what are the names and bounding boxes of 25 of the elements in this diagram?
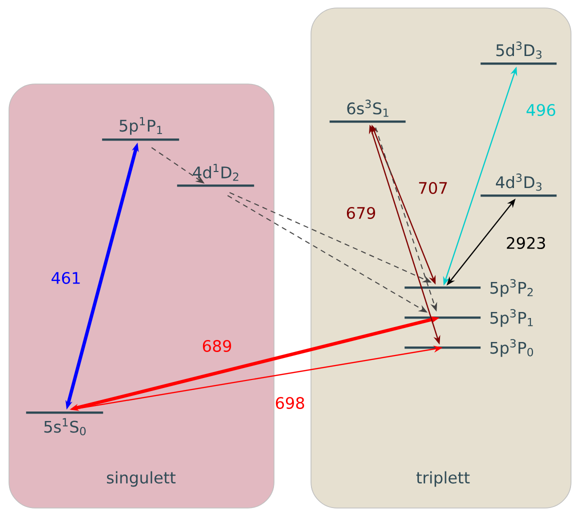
- node-label: 6s$^{3}$S$_{1}$: [347, 100, 388, 117]
- node-label: 5p$^{3}$P$_{0}$: [490, 339, 534, 357]
- wavelength-label: 496: [526, 104, 556, 116]
- energy-level: 5p$^{3}$P$_{1}$: [404, 309, 533, 327]
- energy-level: 5s$^{1}$S$_{0}$: [26, 412, 104, 436]
- wavelength-label: 698: [276, 396, 304, 410]
- node-label: 5d$^{3}$D$_{3}$: [496, 42, 542, 59]
- energy-level: 6s$^{3}$S$_{1}$: [330, 100, 406, 123]
- node-label: 5p$^{1}$P$_{1}$: [120, 117, 162, 135]
- node-label: 4d$^{3}$D$_{3}$: [496, 174, 542, 191]
- energy-level: 5p$^{3}$P$_{0}$: [404, 339, 534, 357]
- wavelength-label: 2923: [506, 236, 545, 250]
- wavelength-label: 679: [346, 206, 376, 220]
- wavelength-label: 707: [419, 182, 447, 194]
- energy-level: 4d$^{3}$D$_{3}$: [480, 174, 557, 197]
- wavelength-label: 461: [52, 272, 80, 284]
- wavelength-label: 689: [202, 340, 232, 352]
- energy-level: 4d$^{1}$D$_{2}$: [177, 164, 254, 187]
- energy-level: 5d$^{3}$D$_{3}$: [480, 42, 557, 65]
- energy-level: 5p$^{1}$P$_{1}$: [102, 117, 180, 141]
- node-label: 5s$^{1}$S$_{0}$: [44, 418, 86, 436]
- node-label: 5p$^{3}$P$_{1}$: [490, 309, 533, 327]
- node-label: 5p$^{3}$P$_{2}$: [490, 279, 533, 297]
- node-label: 4d$^{1}$D$_{2}$: [192, 164, 238, 181]
- energy-level: 5p$^{3}$P$_{2}$: [404, 279, 533, 297]
